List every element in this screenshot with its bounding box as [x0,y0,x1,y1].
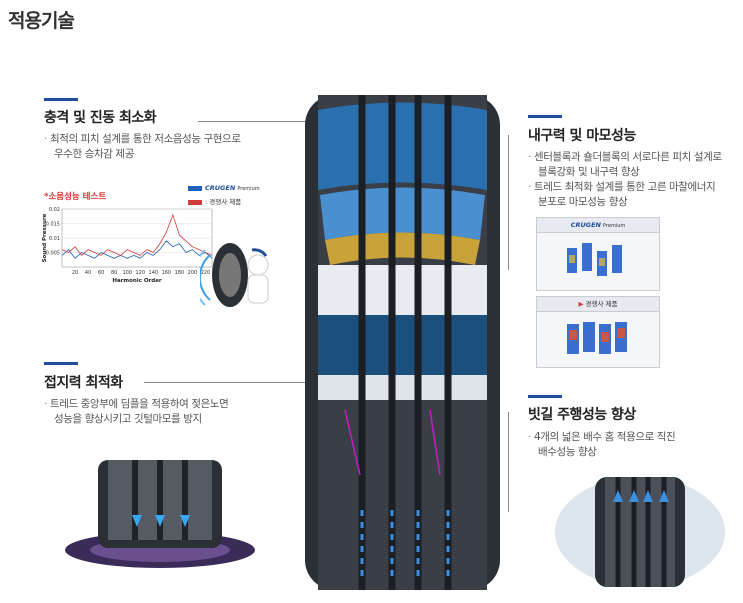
legend-swatch-red [188,199,202,205]
noise-chart-title: *소음성능 테스트 [44,192,107,202]
grip-section-desc: ·트레드 중앙부에 딤플을 적용하여 젖은노면 성능을 향상시키고 깃털마모를 … [44,398,229,425]
grip-section-title: 접지력 최적화 [44,375,123,391]
chart-x-tick-label: 60 [98,270,104,276]
impact-section-title: 충격 및 진동 최소화 [44,110,157,126]
wear-image-crugen: CRUGEN Premium [536,217,660,291]
chart-y-axis-label: Sound Pressure [42,213,48,262]
wear-image-competitor: ▶ 경쟁사 제품 [536,296,660,368]
chart-legend-competitor: : 경쟁사 제품 [188,196,241,206]
leader-line [508,135,509,270]
durability-section-desc: ·센터블록과 숄더블록의 서로다른 피치 설계로 블록강화 및 내구력 향상 ·… [528,151,722,208]
wet-section-desc: ·4개의 넓은 배수 홈 적용으로 직진 배수성능 향상 [528,431,676,458]
legend-swatch-blue [188,185,202,191]
wet-tire-illustration [555,477,725,587]
chart-x-tick-label: 80 [111,270,117,276]
chart-x-tick-label: 120 [135,270,145,276]
chart-legend-crugen: CRUGEN Premium [188,184,260,192]
page-title: 적용기술 [8,10,75,32]
chart-y-tick-label: 0.015 [46,222,60,228]
chart-x-tick-label: 40 [85,270,91,276]
mascot-illustration [200,243,269,307]
chart-x-tick-label: 160 [162,270,172,276]
chart-x-tick-label: 220 [201,270,211,276]
leader-line [508,412,509,512]
chart-x-axis-label: Harmonic Order [112,278,162,284]
chart-y-tick-label: 0.005 [46,251,60,257]
chart-series-competitor [61,213,213,256]
chart-x-tick-label: 180 [175,270,185,276]
impact-section-desc: ·최적의 피치 설계를 통한 저소음성능 구현으로 우수한 승차감 제공 [44,133,241,160]
wear-pattern-competitor [567,322,627,354]
chart-x-tick-label: 140 [149,270,159,276]
leader-line [198,121,318,122]
leader-line [144,382,314,383]
main-tire-illustration [305,95,500,590]
section-accent-bar [528,115,562,118]
chart-y-tick-label: 0.02 [49,207,60,213]
wear-pattern-crugen [567,243,622,276]
durability-section-title: 내구력 및 마모성능 [528,128,636,144]
chart-series-crugen [61,240,213,259]
wet-section-title: 빗길 주행성능 향상 [528,407,636,423]
section-accent-bar [44,98,78,101]
section-accent-bar [44,362,78,365]
grip-tire-illustration [65,460,255,568]
chart-x-tick-label: 200 [188,270,198,276]
section-accent-bar [528,395,562,398]
chart-x-tick-label: 20 [72,270,78,276]
chart-y-tick-label: 0.01 [49,236,60,242]
chart-x-tick-label: 100 [122,270,132,276]
